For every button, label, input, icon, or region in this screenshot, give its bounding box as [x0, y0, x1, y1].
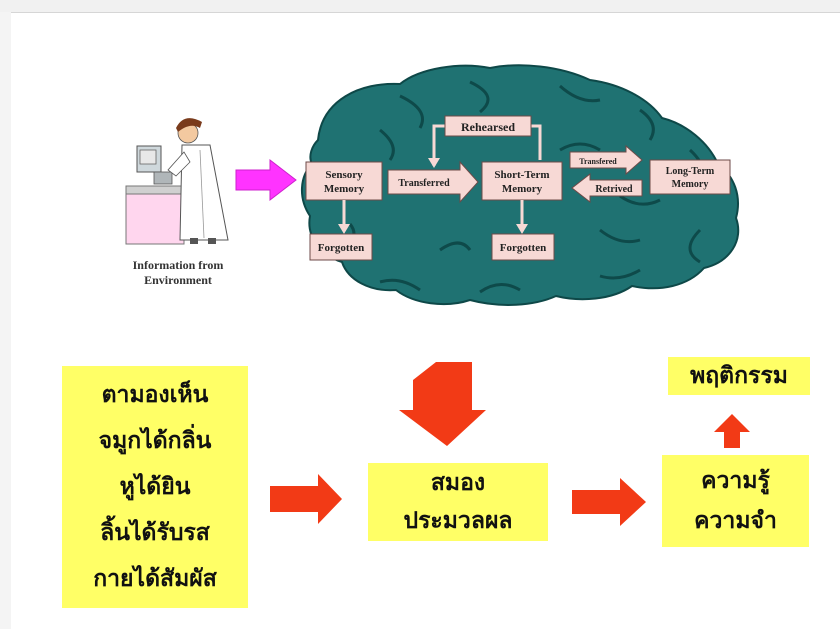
retrieved-arrow [571, 172, 643, 204]
brain-label: สมอง [430, 470, 486, 496]
window-left-bar [0, 12, 11, 629]
sensory-memory-line1: Sensory [325, 169, 363, 181]
forget-arrowhead-2 [516, 224, 528, 234]
brain-processing-box: สมอง ประมวลผล [368, 463, 548, 541]
sensory-memory-box [305, 161, 383, 201]
scientist-icon [125, 118, 229, 245]
transferred-label-1: Transferred [398, 178, 450, 189]
forgotten-box-2 [491, 233, 555, 261]
forgotten-label-2: Forgotten [500, 242, 546, 254]
sense-hearing: หูได้ยิน [119, 474, 191, 500]
sensory-memory-line2: Memory [324, 183, 365, 195]
environment-caption-line2: Environment [144, 273, 212, 287]
long-term-memory-box [649, 159, 731, 195]
short-term-memory-line2: Memory [502, 183, 543, 195]
input-arrow [235, 158, 297, 202]
senses-box: ตามองเห็น จมูกได้กลิ่น หูได้ยิน ลิ้นได้ร… [62, 366, 248, 608]
sense-touch: กายได้สัมผัส [93, 566, 217, 592]
knowledge-label: ความรู้ [701, 468, 770, 494]
rehearsed-loop-arrowhead [428, 158, 440, 168]
sense-taste: ลิ้นได้รับรส [100, 520, 210, 546]
rehearsed-label: Rehearsed [461, 120, 515, 134]
feedback-down-arrow [399, 362, 600, 446]
memory-label: ความจำ [694, 508, 777, 534]
behavior-box: พฤติกรรม [668, 357, 810, 395]
knowledge-to-behavior-arrow [714, 414, 750, 448]
transferred-label-2: Transfered [579, 157, 617, 166]
short-term-memory-line1: Short-Term [494, 169, 549, 181]
window-top-bar [0, 0, 840, 13]
forgotten-label-1: Forgotten [318, 242, 364, 254]
transferred-arrow-1 [387, 160, 479, 204]
sense-smell: จมูกได้กลิ่น [98, 428, 212, 454]
long-term-memory-line1: Long-Term [666, 166, 715, 177]
sense-sight: ตามองเห็น [101, 382, 209, 408]
short-term-memory-box [481, 161, 563, 201]
senses-to-brain-arrow [270, 474, 342, 524]
rehearsed-box [444, 115, 532, 137]
environment-caption-line1: Information from [132, 258, 224, 272]
transferred-arrow-2 [569, 144, 643, 176]
processing-label: ประมวลผล [403, 508, 513, 534]
forgotten-box-1 [309, 233, 373, 261]
retrieved-label: Retrived [595, 184, 633, 195]
knowledge-memory-box: ความรู้ ความจำ [662, 455, 809, 547]
environment-caption: Information from Environment [110, 258, 246, 288]
behavior-label: พฤติกรรม [690, 363, 788, 389]
forget-arrowhead-1 [338, 224, 350, 234]
brain-to-knowledge-arrow [572, 478, 646, 526]
long-term-memory-line2: Memory [672, 179, 709, 190]
